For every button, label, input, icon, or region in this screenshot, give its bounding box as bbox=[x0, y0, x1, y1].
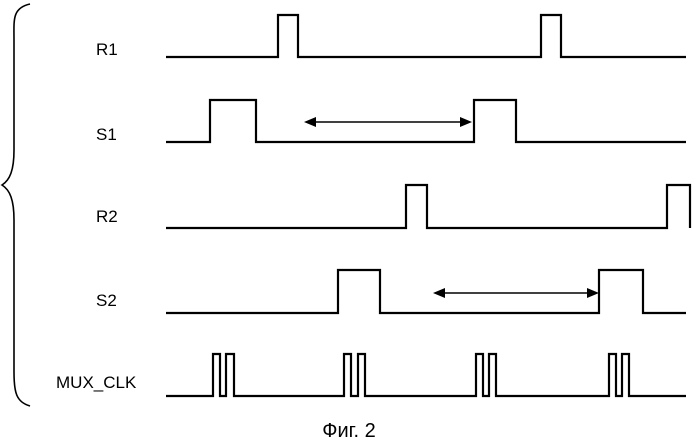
double-arrow-s2 bbox=[433, 288, 599, 298]
waveform-s2 bbox=[166, 270, 686, 313]
signal-label-r2: R2 bbox=[96, 207, 118, 226]
signal-label-r1: R1 bbox=[96, 40, 118, 59]
waveform-s1 bbox=[166, 100, 686, 142]
waveform-r2 bbox=[166, 185, 690, 228]
grouping-brace bbox=[2, 4, 30, 406]
figure-caption: Фиг. 2 bbox=[322, 420, 375, 442]
signal-label-s2: S2 bbox=[96, 291, 117, 310]
signal-label-s1: S1 bbox=[96, 125, 117, 144]
signal-label-mux-clk: MUX_CLK bbox=[56, 373, 137, 392]
double-arrow-s1 bbox=[304, 117, 472, 127]
waveform-r1 bbox=[166, 15, 686, 57]
waveform-mux-clk bbox=[166, 354, 686, 396]
